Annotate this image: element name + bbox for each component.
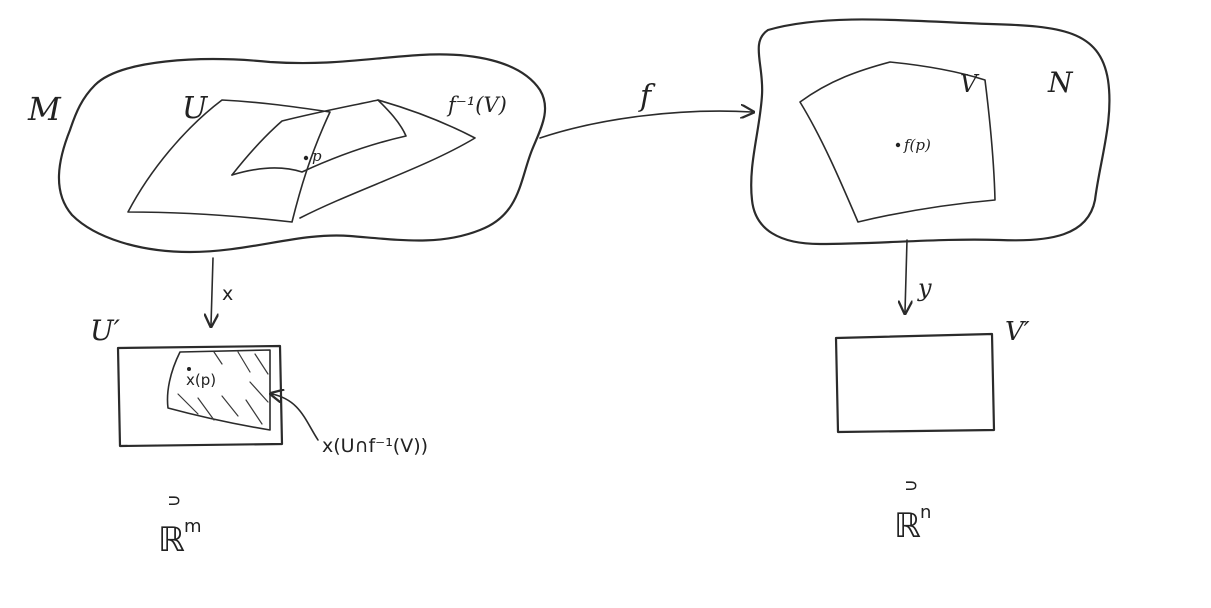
left-space-label: ℝ — [158, 520, 185, 560]
chart-x-arrow — [211, 257, 213, 325]
image-intersection-hatching — [177, 351, 269, 425]
preimage-f-inverse-v-sheet — [231, 99, 476, 219]
right-subset-symbol: ∩ — [901, 479, 922, 492]
image-intersection-label: x(U∩f⁻¹(V)) — [322, 435, 428, 457]
point-fp-label: f(p) — [903, 136, 931, 154]
point-p-label: p — [312, 147, 322, 165]
intersection-region-outline — [231, 99, 407, 176]
chart-y-arrow — [905, 239, 907, 312]
image-intersection-region — [166, 349, 271, 431]
intersection-pointer-arrow — [272, 394, 319, 441]
map-f-arrow — [539, 111, 752, 139]
point-fp-dot — [895, 142, 901, 148]
map-f-label: f — [638, 79, 656, 114]
manifold-n-outline — [750, 18, 1111, 246]
chart-x-label: x — [222, 283, 233, 305]
right-space-label: ℝ — [894, 506, 921, 546]
chart-y-label: y — [917, 274, 932, 302]
image-u-square — [116, 344, 284, 448]
manifold-m-outline — [57, 53, 547, 254]
image-u-label: U′ — [90, 314, 121, 347]
open-set-u-label: U — [182, 91, 209, 126]
point-xp-label: x(p) — [186, 371, 216, 389]
left-space-exponent: m — [184, 516, 202, 537]
manifold-m-label: M — [27, 90, 62, 128]
left-subset-symbol: ∩ — [164, 494, 185, 507]
right-space-exponent: n — [920, 502, 931, 523]
point-p-dot — [303, 155, 309, 161]
manifold-n-label: N — [1047, 66, 1074, 99]
open-set-u-sheet — [127, 99, 331, 223]
open-set-v-sheet — [799, 61, 996, 223]
preimage-label: f⁻¹(V) — [446, 93, 507, 117]
point-xp-dot — [187, 367, 191, 371]
open-set-v-label: V — [960, 70, 980, 98]
image-v-rectangle — [834, 332, 996, 434]
image-v-label: V′ — [1005, 317, 1030, 347]
